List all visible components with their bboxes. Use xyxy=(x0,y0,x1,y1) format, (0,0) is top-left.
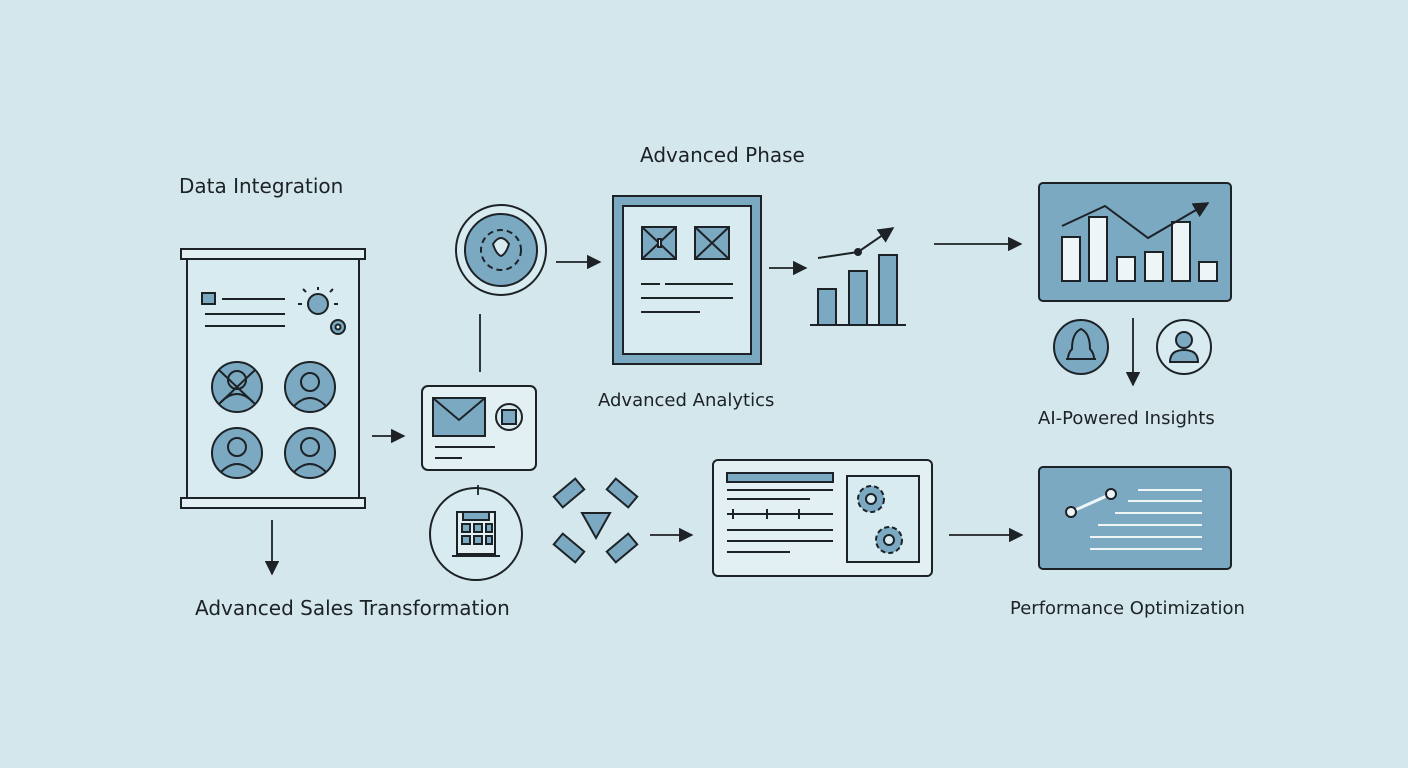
message-card-icon xyxy=(421,385,537,471)
analytics-document-icon xyxy=(612,195,762,365)
gear-circle-icon xyxy=(455,204,547,296)
avatar-icon xyxy=(284,427,336,479)
performance-panel-icon xyxy=(1038,466,1232,570)
bell-icon xyxy=(1053,319,1109,375)
avatar-icon xyxy=(211,427,263,479)
user-icon xyxy=(1156,319,1212,375)
ai-powered-insights-label: AI-Powered Insights xyxy=(1038,408,1215,429)
performance-optimization-label: Performance Optimization xyxy=(1010,598,1245,619)
avatar-icon xyxy=(211,361,263,413)
advanced-phase-label: Advanced Phase xyxy=(640,143,805,167)
connectors xyxy=(264,236,1141,576)
building-circle-icon xyxy=(429,487,523,581)
advanced-sales-transformation-label: Advanced Sales Transformation xyxy=(195,596,510,620)
advanced-analytics-label: Advanced Analytics xyxy=(598,390,775,411)
settings-document-icon xyxy=(712,459,933,577)
scattered-shapes-icon xyxy=(552,477,639,564)
data-integration-label: Data Integration xyxy=(179,174,344,198)
document-board-icon xyxy=(180,248,366,509)
avatar-icon xyxy=(284,361,336,413)
trend-chart-panel-icon xyxy=(1038,182,1232,302)
bar-chart-icon xyxy=(810,227,906,326)
